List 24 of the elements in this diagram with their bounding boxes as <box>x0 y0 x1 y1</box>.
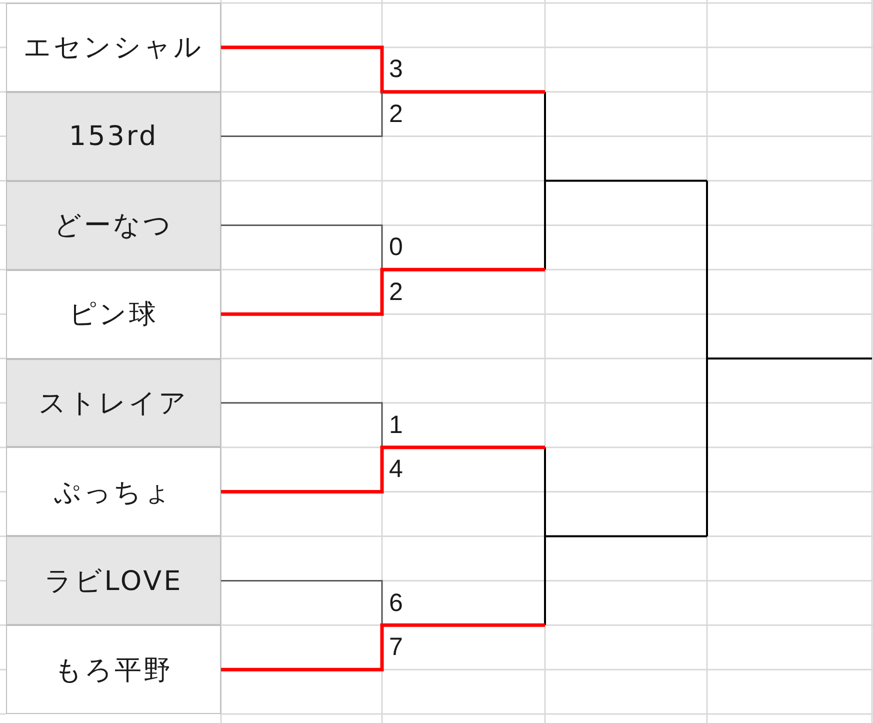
team-name: ストレイア <box>38 386 188 421</box>
bracket-line <box>221 92 383 138</box>
bracket-line <box>221 268 545 316</box>
team-cell <box>6 92 221 181</box>
team-name: どーなつ <box>54 209 173 244</box>
team-name: もろ平野 <box>54 654 172 688</box>
team-name: ピン球 <box>69 298 158 332</box>
team-cell <box>6 270 221 358</box>
team-name: ラビLOVE <box>44 564 183 599</box>
team-name: ぷっちょ <box>54 476 174 510</box>
team-cell <box>6 447 221 536</box>
bracket-line <box>221 224 383 270</box>
team-cell <box>6 3 221 92</box>
team-cell <box>6 536 221 626</box>
bracket-line <box>221 46 545 94</box>
team-cell <box>6 180 221 270</box>
bracket-line <box>221 402 383 448</box>
bracket-line <box>221 446 545 494</box>
bracket-line <box>221 580 383 626</box>
bracket-line <box>221 623 545 672</box>
team-cell <box>6 625 221 714</box>
team-name: 153rd <box>68 120 158 152</box>
team-name: エセンシャル <box>24 31 204 66</box>
team-cell <box>6 358 221 448</box>
